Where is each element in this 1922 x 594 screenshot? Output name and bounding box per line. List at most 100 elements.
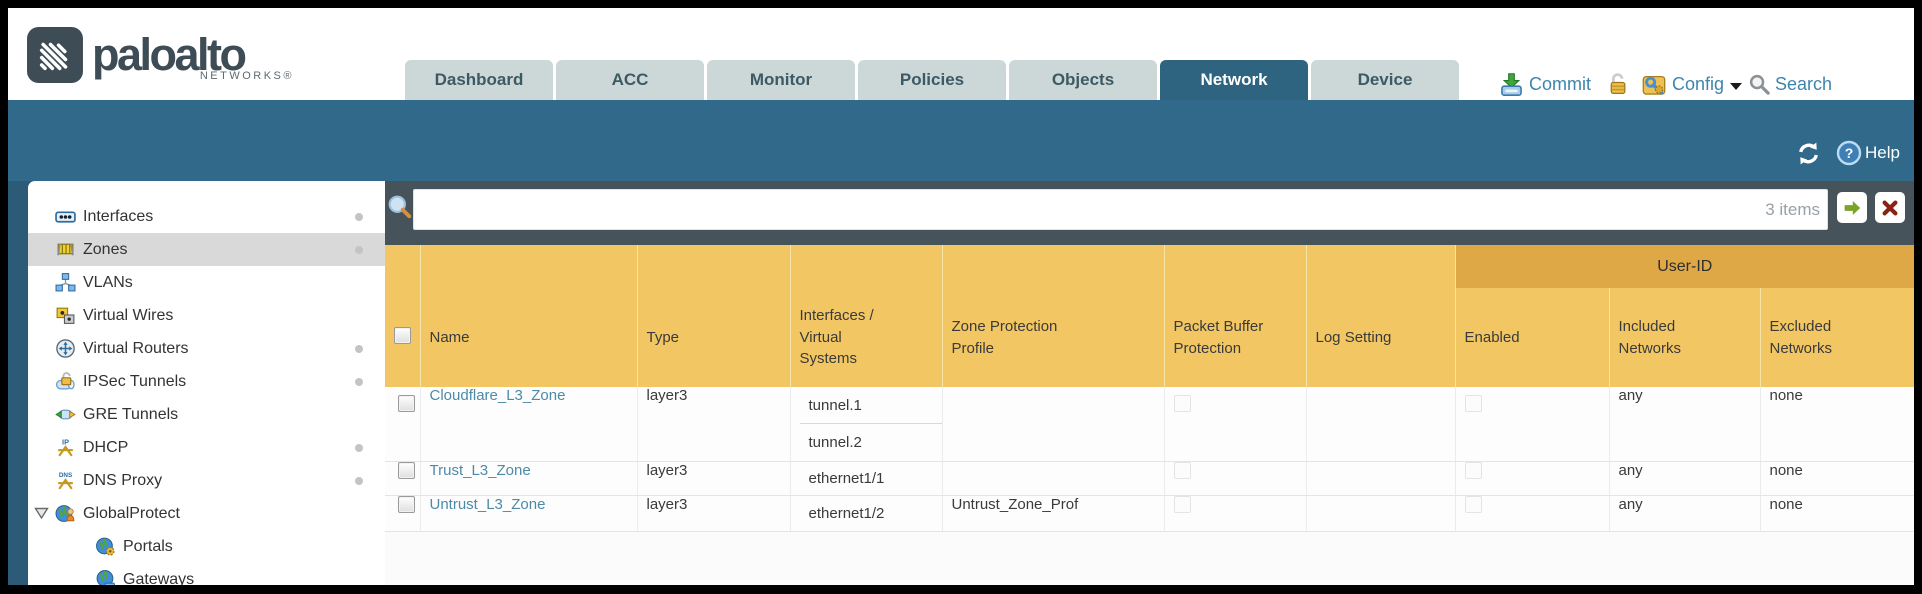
zone-protection-profile-cell [942, 461, 1165, 496]
svg-text:IP: IP [62, 437, 69, 446]
clear-filter-button[interactable] [1875, 192, 1905, 223]
sidebar-item-label: Zones [83, 240, 128, 258]
virtual-routers-icon [56, 339, 75, 358]
tab-monitor[interactable]: Monitor [707, 60, 855, 100]
help-icon[interactable]: ? [1836, 140, 1862, 166]
user-id-enabled-checkbox[interactable] [1464, 395, 1482, 412]
teal-banner: ? Help [8, 100, 1914, 181]
tab-device[interactable]: Device [1311, 60, 1459, 100]
portals-icon [96, 537, 115, 556]
sidebar-item-virtual-routers[interactable]: Virtual Routers [28, 332, 385, 365]
column-header-name[interactable]: Name [420, 288, 638, 387]
column-header-enabled[interactable]: Enabled [1455, 288, 1610, 387]
zone-protection-profile-cell: Untrust_Zone_Prof [942, 495, 1165, 532]
excluded-networks-cell: none [1760, 461, 1914, 496]
column-header-zone-protection-profile[interactable]: Zone Protection Profile [942, 288, 1165, 387]
sidebar-item-dns-proxy[interactable]: DNS DNS Proxy [28, 464, 385, 497]
sidebar-item-label: VLANs [83, 273, 133, 291]
sidebar-item-gateways[interactable]: Gateways [28, 563, 385, 585]
brand-networks-label: NETWORKS® [199, 70, 294, 82]
status-dot [355, 378, 363, 386]
sidebar-item-label: GlobalProtect [83, 504, 180, 522]
zones-table: User-ID Name Type Interfaces / Virtual S… [385, 245, 1914, 532]
sidebar-item-label: GRE Tunnels [83, 405, 179, 423]
zone-name-link[interactable]: Untrust_L3_Zone [429, 496, 546, 513]
help-button[interactable]: Help [1865, 143, 1900, 162]
sidebar-item-interfaces[interactable]: Interfaces [28, 200, 385, 233]
filter-search-icon[interactable] [387, 194, 413, 220]
tab-dashboard[interactable]: Dashboard [405, 60, 553, 100]
sidebar-item-vlans[interactable]: VLANs [28, 266, 385, 299]
column-header-interfaces[interactable]: Interfaces / Virtual Systems [790, 288, 943, 387]
refresh-icon[interactable] [1795, 141, 1822, 166]
apply-filter-button[interactable] [1837, 192, 1867, 223]
packet-buffer-protection-checkbox[interactable] [1173, 395, 1191, 412]
tab-acc[interactable]: ACC [556, 60, 704, 100]
interface-cell: ethernet1/1 [808, 470, 885, 487]
config-dropdown-caret[interactable] [1730, 82, 1743, 90]
band-tools: ? Help [1795, 140, 1900, 166]
sidebar-item-ipsec-tunnels[interactable]: IPSec Tunnels [28, 365, 385, 398]
sidebar-item-portals[interactable]: Portals [28, 530, 385, 563]
config-icon[interactable] [1640, 71, 1668, 98]
log-setting-cell [1306, 495, 1456, 532]
filter-bar: 3 items [385, 181, 1914, 245]
commit-icon[interactable] [1498, 71, 1525, 98]
tab-policies[interactable]: Policies [858, 60, 1006, 100]
tab-objects[interactable]: Objects [1009, 60, 1157, 100]
sidebar-item-label: Interfaces [83, 207, 154, 225]
sidebar-item-virtual-wires[interactable]: Virtual Wires [28, 299, 385, 332]
sidebar-item-label: Portals [123, 537, 173, 555]
status-dot [355, 477, 363, 485]
excluded-networks-cell: none [1760, 495, 1914, 532]
column-header-type[interactable]: Type [637, 288, 791, 387]
gateways-icon [96, 570, 115, 585]
included-networks-cell: any [1609, 461, 1761, 496]
zone-name-link[interactable]: Trust_L3_Zone [429, 462, 531, 479]
row-checkbox[interactable] [398, 395, 416, 412]
search-icon[interactable] [1748, 73, 1771, 96]
red-x-icon [1882, 200, 1898, 215]
select-all-header[interactable] [385, 288, 421, 387]
sidebar-item-label: Virtual Wires [83, 306, 174, 324]
filter-input[interactable] [413, 189, 1828, 230]
sidebar-item-globalprotect[interactable]: GlobalProtect [28, 497, 385, 530]
header-spacer [1306, 245, 1456, 288]
expander-triangle-icon[interactable] [34, 507, 49, 520]
search-button[interactable]: Search [1775, 73, 1833, 94]
sidebar-item-dhcp[interactable]: IP DHCP [28, 431, 385, 464]
tab-network[interactable]: Network [1160, 60, 1308, 102]
paloalto-logo-icon [27, 27, 83, 83]
header-spacer [420, 245, 638, 288]
row-checkbox[interactable] [398, 496, 416, 513]
select-all-checkbox[interactable] [394, 327, 411, 344]
included-networks-cell: any [1609, 495, 1761, 532]
zone-name-link[interactable]: Cloudflare_L3_Zone [429, 387, 566, 404]
header-spacer [385, 245, 421, 288]
lock-icon[interactable] [1605, 71, 1630, 97]
column-header-excluded-networks[interactable]: Excluded Networks [1760, 288, 1914, 387]
user-id-enabled-checkbox[interactable] [1464, 496, 1482, 513]
table-row: Trust_L3_Zone layer3 ethernet1/1 any non… [385, 461, 1914, 496]
sidebar-item-label: Virtual Routers [83, 339, 189, 357]
interface-cell: ethernet1/2 [808, 505, 885, 522]
row-checkbox[interactable] [398, 462, 416, 479]
sidebar-item-gre-tunnels[interactable]: GRE Tunnels [28, 398, 385, 431]
status-dot [355, 246, 363, 254]
paloalto-logo: paloalto [26, 26, 247, 84]
main-tab-bar: Dashboard ACC Monitor Policies Objects N… [405, 60, 1459, 102]
zone-type-cell: layer3 [637, 461, 791, 496]
commit-button[interactable]: Commit [1529, 73, 1591, 94]
sidebar-item-zones[interactable]: Zones [28, 233, 385, 266]
config-button[interactable]: Config [1672, 73, 1725, 94]
column-header-log-setting[interactable]: Log Setting [1306, 288, 1456, 387]
log-setting-cell [1306, 461, 1456, 496]
header-utilities: Commit Config Search [1498, 66, 1836, 102]
column-header-included-networks[interactable]: Included Networks [1609, 288, 1761, 387]
dns-proxy-icon: DNS [58, 472, 73, 490]
column-header-packet-buffer-protection[interactable]: Packet Buffer Protection [1164, 288, 1307, 387]
packet-buffer-protection-checkbox[interactable] [1173, 496, 1191, 513]
packet-buffer-protection-checkbox[interactable] [1173, 462, 1191, 479]
user-id-enabled-checkbox[interactable] [1464, 462, 1482, 479]
